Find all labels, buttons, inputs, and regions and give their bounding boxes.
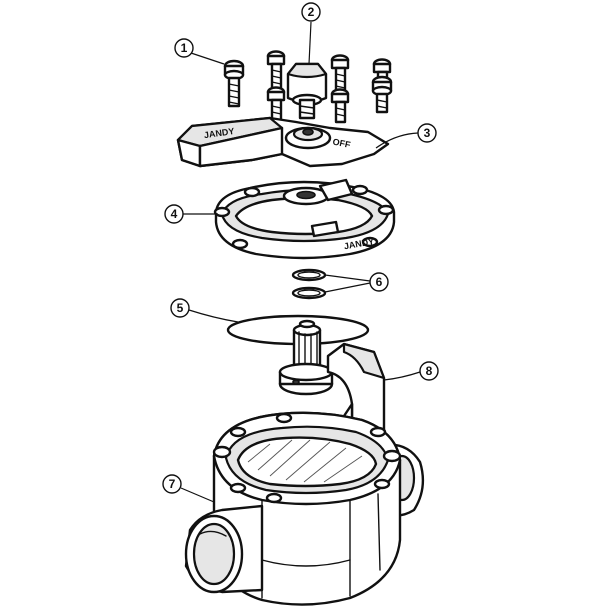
callout-1 [174,38,194,58]
callout-6 [369,272,389,292]
bolt [266,50,286,94]
callout-label: 7 [169,477,176,491]
valve-lid: JANDY [213,178,396,260]
handle-engraving: JANDY [203,126,235,140]
valve-cap [286,62,328,120]
bolt [330,88,350,124]
callout-label: 3 [424,126,431,140]
bolt [330,54,350,94]
handle-off-label: OFF [332,137,352,151]
callout-group: 1 2 3 4 6 5 8 7 [162,2,439,503]
callout-label: 6 [376,275,383,289]
callout-7 [162,474,182,494]
bolt [371,75,393,114]
callout-label: 1 [181,41,188,55]
callout-label: 5 [177,301,184,315]
callout-label: 2 [308,5,315,19]
o-ring-group [291,268,327,300]
callout-5 [170,298,190,318]
valve-body [184,411,425,606]
callout-label: 4 [171,207,178,221]
callout-3 [417,123,437,143]
bolt [223,59,245,108]
callout-8 [419,361,439,381]
valve-handle: JANDY OFF [176,116,390,168]
bolt-group [223,50,393,124]
callout-label: 8 [426,364,433,378]
bolt [266,86,286,124]
callout-2 [301,2,321,22]
callout-4 [164,204,184,224]
